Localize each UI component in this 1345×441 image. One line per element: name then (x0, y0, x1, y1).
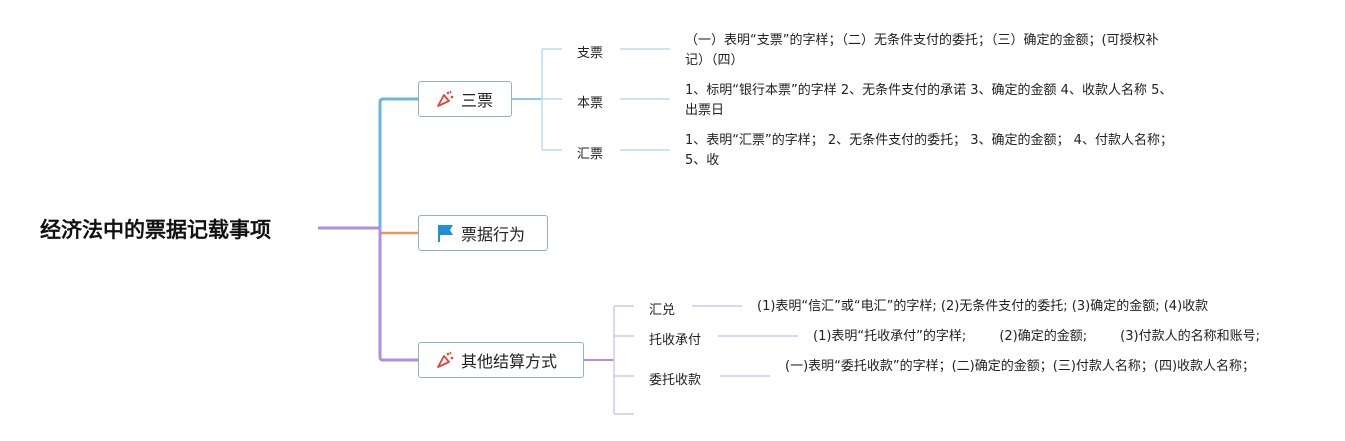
party-popper-icon (435, 88, 457, 110)
detail-benpiao[interactable]: 1、标明“银行本票”的字样 2、无条件支付的承诺 3、确定的金额 4、收款人名称… (685, 83, 1173, 118)
subtopic-benpiao[interactable]: 本票 (577, 96, 604, 111)
topic-label: 其他结算方式 (461, 352, 558, 371)
topic-sanpiao[interactable]: 三票 (418, 81, 512, 117)
flag-icon (435, 222, 457, 244)
topic-piaojuxingwei[interactable]: 票据行为 (418, 215, 548, 251)
subtopic-zhipiao[interactable]: 支票 (577, 46, 604, 61)
subtopic-huipiao[interactable]: 汇票 (577, 147, 604, 162)
subtopic-huidui[interactable]: 汇兑 (649, 303, 676, 318)
topic-label: 票据行为 (461, 225, 526, 244)
detail-zhipiao[interactable]: （一）表明“支票”的字样；（二）无条件支付的委托；（三）确定的金额；(可授权补记… (685, 33, 1159, 68)
root-topic[interactable]: 经济法中的票据记载事项 (40, 218, 271, 242)
topic-qita[interactable]: 其他结算方式 (418, 342, 584, 378)
detail-tuoshouchengfu[interactable]: (1)表明“托收承付”的字样; (2)确定的金额; (3)付款人的名称和账号; (813, 329, 1260, 344)
detail-huidui[interactable]: (1)表明“信汇”或“电汇”的字样; (2)无条件支付的委托; (3)确定的金额… (757, 299, 1209, 314)
detail-weituoshoukuan[interactable]: (一)表明“委托收款”的字样；(二)确定的金额；(三)付款人名称；(四)收款人名… (785, 359, 1256, 374)
subtopic-tuoshouchengfu[interactable]: 托收承付 (649, 333, 702, 348)
detail-huipiao[interactable]: 1、表明“汇票”的字样； 2、无条件支付的委托； 3、确定的金额； 4、付款人名… (685, 133, 1173, 168)
subtopic-weituoshoukuan[interactable]: 委托收款 (649, 373, 702, 388)
topic-label: 三票 (461, 91, 494, 110)
party-popper-icon (435, 349, 457, 371)
